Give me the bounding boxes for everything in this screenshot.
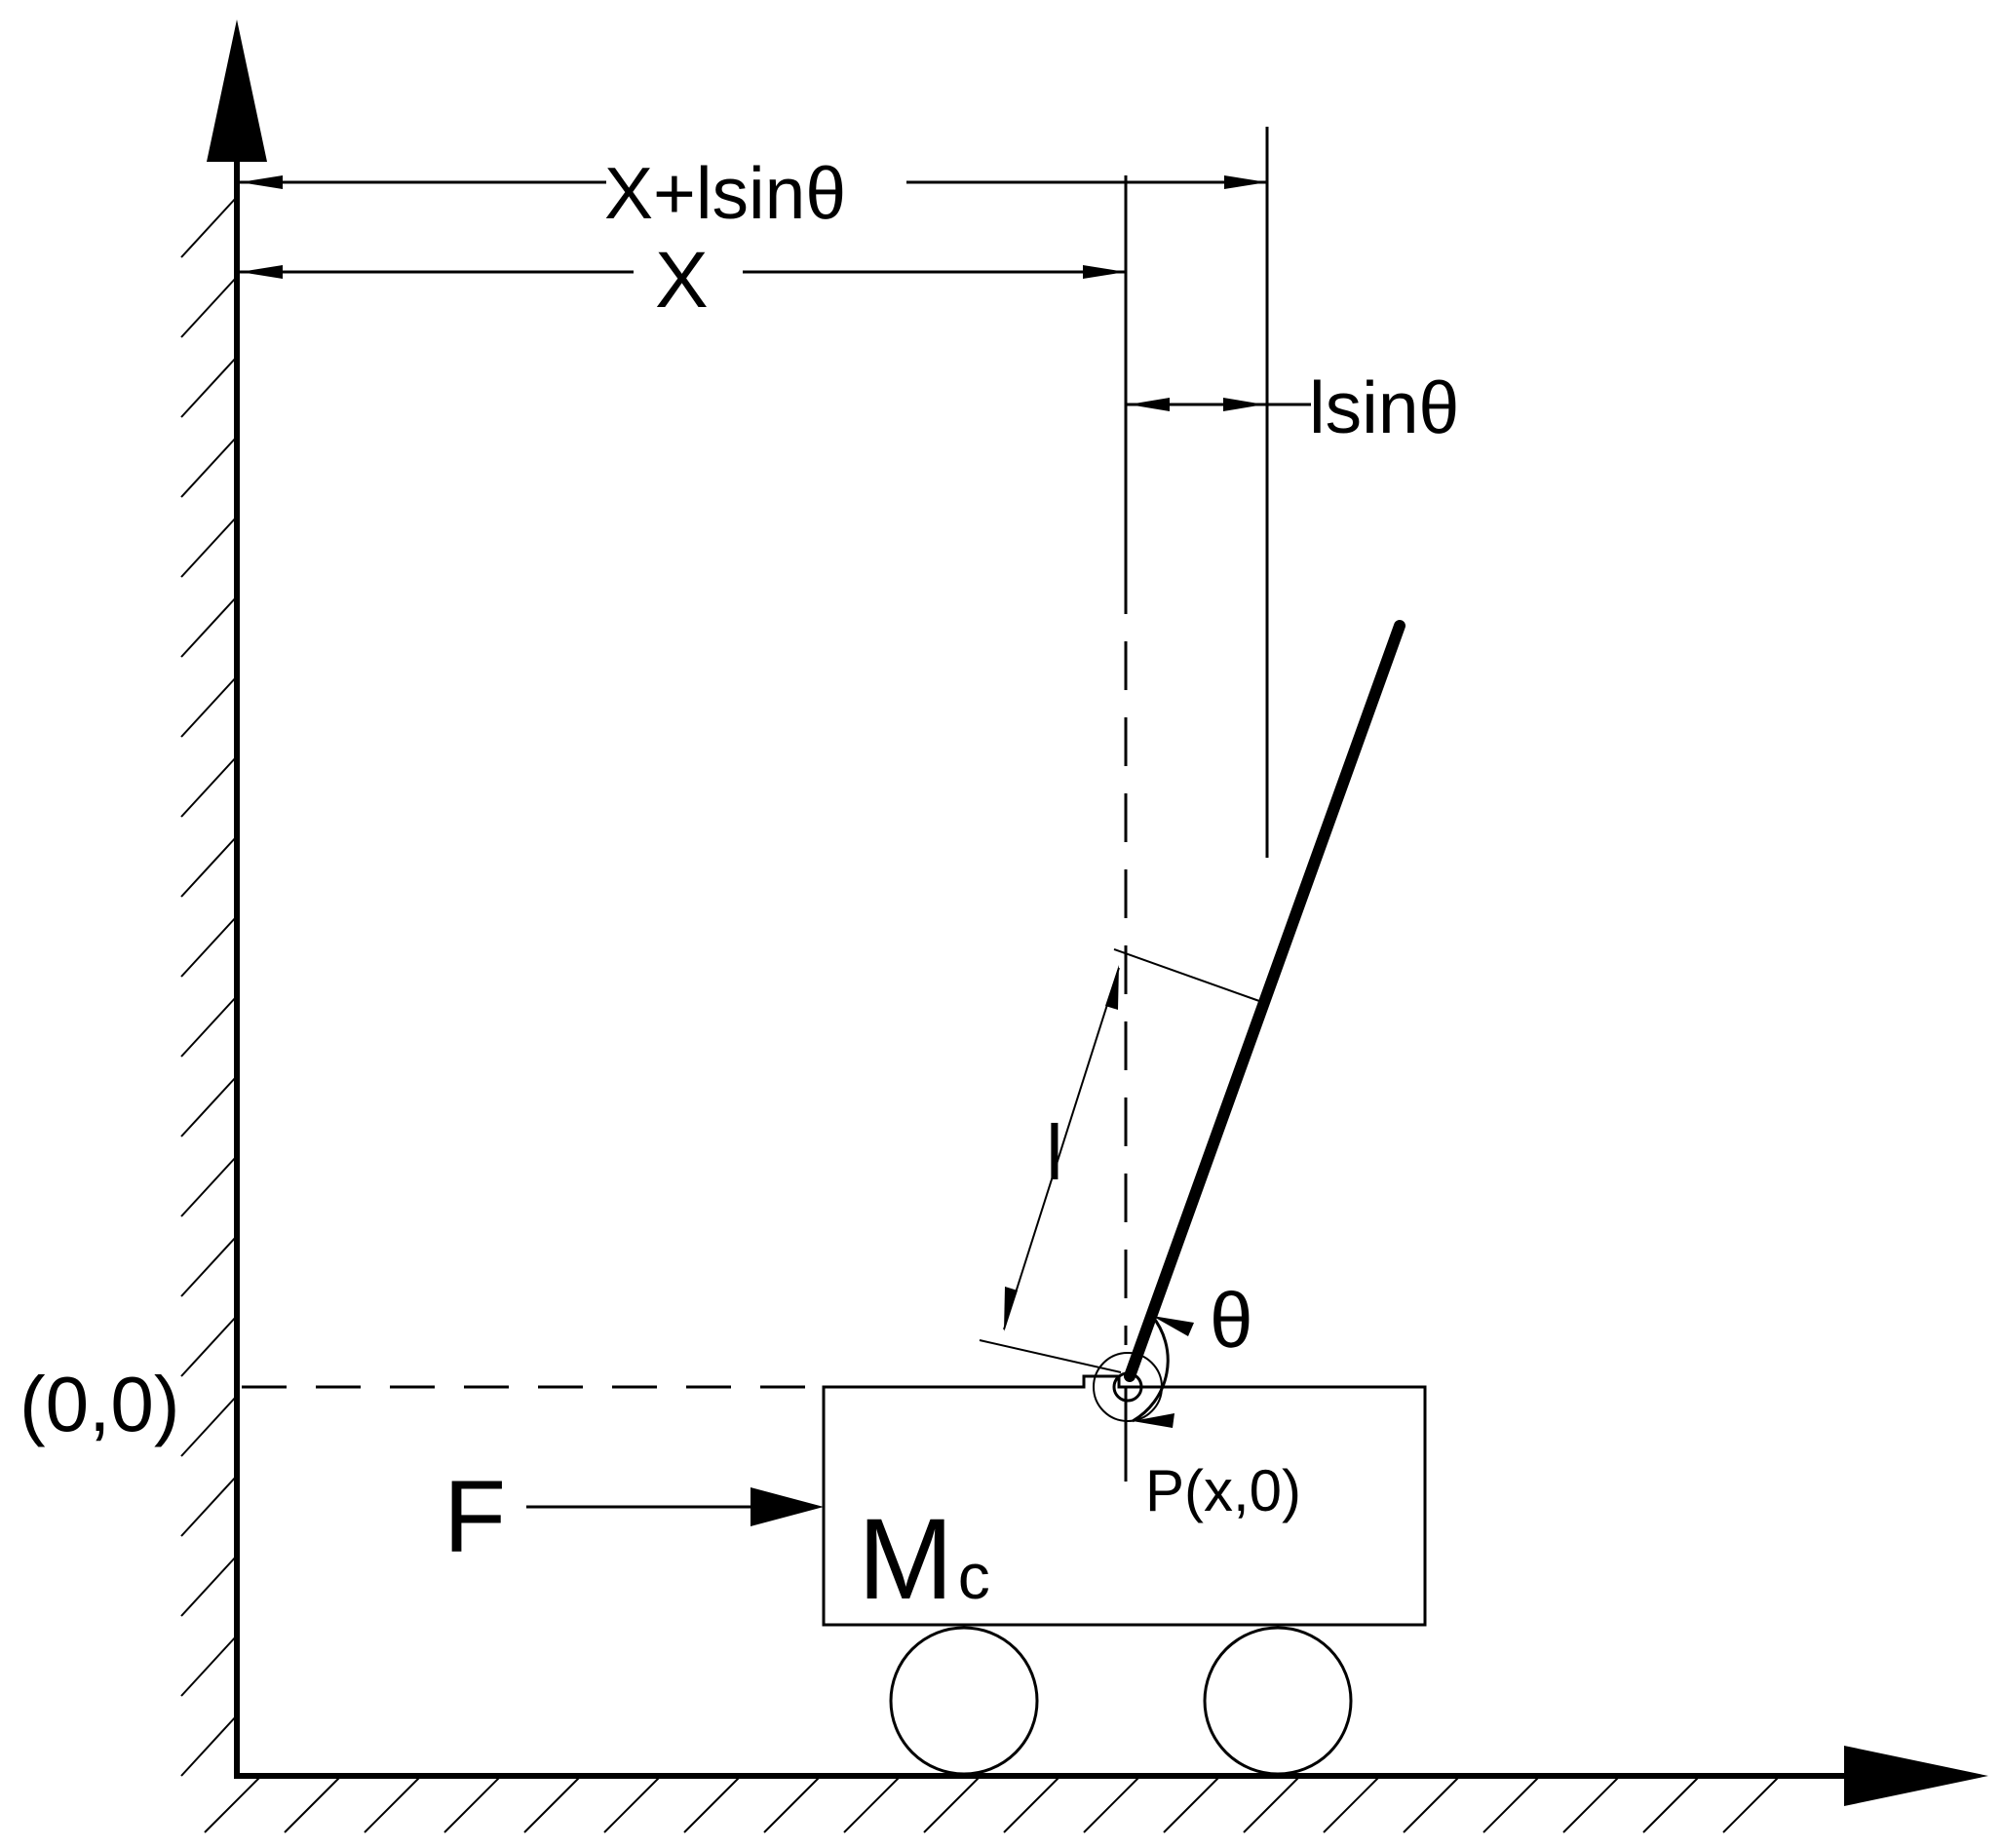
- ground-hatch-line: [1642, 1777, 1699, 1833]
- dimension-x-plus-lsin: [237, 175, 1267, 189]
- theta-arc: [1132, 1315, 1194, 1428]
- wall-hatch-line: [180, 1555, 238, 1617]
- label-lsin: lsinθ: [1309, 366, 1459, 448]
- ground-hatch-line: [923, 1777, 980, 1833]
- left-wall-hatch: [180, 196, 238, 1777]
- wall-hatch-line: [180, 1315, 238, 1377]
- ground-hatch-line: [763, 1777, 820, 1833]
- label-theta: θ: [1210, 1277, 1253, 1364]
- label-x: X: [655, 236, 709, 325]
- wall-hatch-line: [180, 1714, 238, 1777]
- ground-hatch-line: [1403, 1777, 1459, 1833]
- wall-hatch-line: [180, 1235, 238, 1297]
- label-cart-mass-base: M: [858, 1495, 953, 1624]
- ground-hatch-line: [1482, 1777, 1539, 1833]
- ground-hatch-line: [284, 1777, 340, 1833]
- ground-hatch-line: [1163, 1777, 1219, 1833]
- ground-hatch-line: [1562, 1777, 1619, 1833]
- wall-hatch-line: [180, 276, 238, 338]
- ground-hatch: [204, 1777, 1779, 1833]
- wall-hatch-line: [180, 1155, 238, 1217]
- ground-hatch-line: [603, 1777, 660, 1833]
- wall-hatch-line: [180, 755, 238, 818]
- force-arrow: [526, 1487, 824, 1526]
- wall-hatch-line: [180, 995, 238, 1058]
- ground-hatch-line: [523, 1777, 580, 1833]
- ground-hatch-line: [1243, 1777, 1299, 1833]
- wall-hatch-line: [180, 915, 238, 978]
- wall-hatch-line: [180, 1075, 238, 1137]
- label-cart-mass-sub: c: [958, 1540, 990, 1612]
- ground-hatch-line: [683, 1777, 740, 1833]
- label-length: l: [1046, 1109, 1063, 1196]
- wall-hatch-line: [180, 516, 238, 578]
- dimension-x: [237, 265, 1126, 279]
- dimension-lsin: [1126, 398, 1311, 411]
- wall-hatch-line: [180, 196, 238, 258]
- ground-hatch-line: [364, 1777, 420, 1833]
- label-pivot: P(x,0): [1145, 1458, 1301, 1523]
- ground-hatch-line: [1323, 1777, 1379, 1833]
- wall-hatch-line: [180, 436, 238, 498]
- wall-hatch-line: [180, 596, 238, 658]
- label-x-plus-lsin: X+lsinθ: [604, 152, 846, 234]
- horizontal-axis-arrowhead: [1844, 1746, 1988, 1806]
- label-force: F: [443, 1460, 506, 1574]
- cart-body: [822, 1374, 1427, 1627]
- wall-hatch-line: [180, 1635, 238, 1697]
- wheel-left: [889, 1626, 1039, 1776]
- wheel-right: [1203, 1626, 1353, 1776]
- label-cart-mass: M c: [858, 1495, 990, 1624]
- label-origin: (0,0): [19, 1361, 180, 1447]
- wall-hatch-line: [180, 1395, 238, 1457]
- ground-hatch-line: [843, 1777, 900, 1833]
- wall-hatch-line: [180, 835, 238, 898]
- ground-hatch-line: [1083, 1777, 1139, 1833]
- ground-hatch-line: [443, 1777, 500, 1833]
- pendulum-rod: [1124, 620, 1405, 1382]
- ground-hatch-line: [1722, 1777, 1779, 1833]
- wall-hatch-line: [180, 356, 238, 418]
- vertical-axis-arrowhead: [207, 19, 267, 162]
- dimension-l: [979, 948, 1260, 1373]
- ground-hatch-line: [204, 1777, 260, 1833]
- ground-hatch-line: [1003, 1777, 1059, 1833]
- wall-hatch-line: [180, 675, 238, 738]
- wall-hatch-line: [180, 1475, 238, 1537]
